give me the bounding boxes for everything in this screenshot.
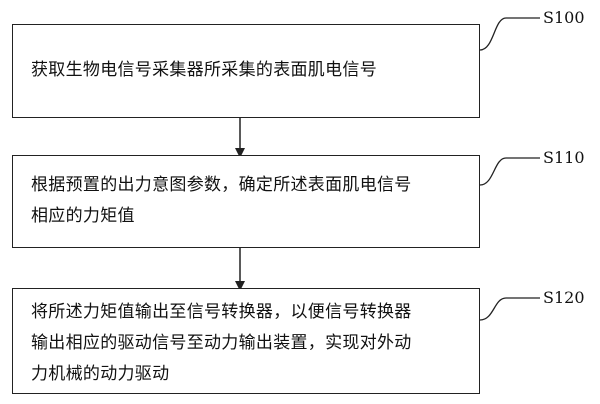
leader-curve-s110 — [479, 157, 540, 186]
step-id-s110: S110 — [543, 148, 585, 167]
leader-curve-s120 — [479, 297, 540, 321]
step-text-s100: 获取生物电信号采集器所采集的表面肌电信号 — [31, 60, 377, 80]
step-id-s120: S120 — [543, 288, 585, 307]
leader-curve-s100 — [479, 17, 540, 51]
step-box-s100: 获取生物电信号采集器所采集的表面肌电信号 — [12, 24, 480, 118]
step-id-s100: S100 — [543, 8, 585, 27]
step-text-s110: 根据预置的出力意图参数，确定所述表面肌电信号 相应的力矩值 — [31, 175, 412, 226]
step-box-s110: 根据预置的出力意图参数，确定所述表面肌电信号 相应的力矩值 — [12, 155, 480, 248]
step-box-s120: 将所述力矩值输出至信号转换器，以便信号转换器 输出相应的驱动信号至动力输出装置，… — [12, 288, 480, 394]
step-text-s120: 将所述力矩值输出至信号转换器，以便信号转换器 输出相应的驱动信号至动力输出装置，… — [31, 302, 412, 384]
